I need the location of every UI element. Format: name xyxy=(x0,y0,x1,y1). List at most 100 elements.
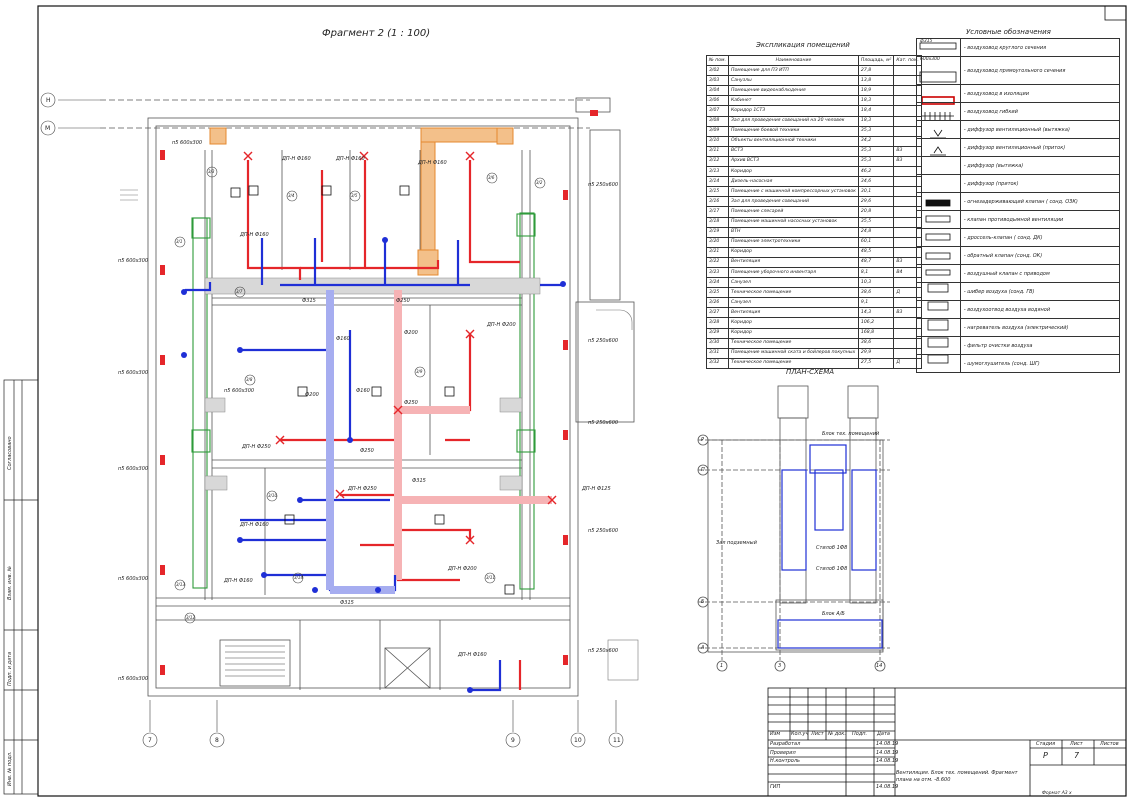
explication-cell: Коридор xyxy=(727,327,859,339)
explication-cell: 3/25 xyxy=(706,287,729,299)
explication-cell: 3/15 xyxy=(706,186,729,198)
axis-grid xyxy=(40,92,624,748)
explication-cell: Кабинет xyxy=(727,95,859,107)
explication-cell: 3/23 xyxy=(706,266,729,279)
explication-cell: 34,6 xyxy=(857,176,895,188)
stamp-format: Формат А3 х xyxy=(1042,791,1072,796)
strip-label: Взам. инв. № xyxy=(7,566,13,600)
legend-title: Условные обозначения xyxy=(966,28,1051,36)
legend-row: - диффузор вентиляционный (вытяжка) xyxy=(916,120,1121,139)
supply-duct-band xyxy=(394,290,552,580)
explication-cell: 3/10 xyxy=(706,135,729,147)
room-tag: 3/7 xyxy=(236,289,243,294)
explication-cell: Техническое помещение xyxy=(727,357,859,369)
side-label: п5 250х600 xyxy=(588,420,619,426)
legend-text: - диффузор вентиляционный (приток) xyxy=(959,138,1121,157)
explication-cell: 9,1 xyxy=(857,297,895,309)
duct-label: ДП-Н Ф160 xyxy=(240,232,269,238)
explication-cell: Коридор xyxy=(727,166,859,178)
plan-label-block-ab: Блок А/Б xyxy=(822,611,845,617)
plan-scheme-title: ПЛАН-СХЕМА xyxy=(786,368,835,376)
explication-cell: 3/20 xyxy=(706,236,729,248)
duct-label: ДП-Н Ф160 xyxy=(336,156,365,162)
green-equipment xyxy=(191,212,536,590)
legend-symbol xyxy=(916,282,961,301)
duct-label: ДП-Н Ф160 xyxy=(240,522,269,528)
plan-axis-label: Б xyxy=(701,599,705,605)
axis-label: 9 xyxy=(511,737,515,744)
explication-cell: Техническое помещение xyxy=(727,337,859,349)
room-tag: 3/9 xyxy=(416,369,423,374)
axis-label: 7 xyxy=(148,737,152,744)
explication-cell: 24,8 xyxy=(857,226,895,238)
legend-text: - воздухоотвод воздуха водяной xyxy=(959,300,1121,319)
room-tag: 3/8 xyxy=(246,377,253,382)
legend-symbol xyxy=(916,210,961,229)
room-tag: 3/14 xyxy=(294,575,303,580)
explication-cell: 27,8 xyxy=(857,65,895,77)
explication-header: Наименование xyxy=(727,54,859,67)
explication-cell: 3/04 xyxy=(706,85,729,97)
side-label: п5 600х300 xyxy=(118,370,149,376)
legend-symbol xyxy=(916,300,961,319)
legend-row: - огнезадерживающий клапан ( сонд. ОЗК) xyxy=(916,192,1121,211)
room-tag: 3/5 xyxy=(351,193,358,198)
explication-cell: 3/13 xyxy=(706,166,729,178)
stamp-role: Проверил xyxy=(770,750,796,756)
room-tag: 3/10 xyxy=(268,493,277,498)
stair xyxy=(225,645,285,677)
legend-symbol xyxy=(916,354,961,373)
explication-cell: Техническое помещение xyxy=(727,287,859,299)
explication-cell: 13,8 xyxy=(857,75,895,87)
legend-row: - нагреватель воздуха (электрический) xyxy=(916,318,1121,337)
room-tag: 3/1 xyxy=(176,239,183,244)
explication-cell: 38,6 xyxy=(857,337,895,349)
explication-cell: Архив ВСТЗ xyxy=(727,155,859,168)
legend-symbol xyxy=(916,102,961,121)
explication-cell: 3/24 xyxy=(706,277,729,289)
stamp-role: ГИП xyxy=(770,784,781,790)
side-label: п5 250х600 xyxy=(588,528,619,534)
stamp-sheet-title: Вентиляция. Блок тех. помещений. Фрагмен… xyxy=(896,770,1018,783)
legend-symbol xyxy=(916,120,961,139)
stamp-header: Подп. xyxy=(852,731,868,737)
duct-label: Ф315 xyxy=(412,478,426,484)
duct-label: ДП-Н Ф200 xyxy=(487,322,516,328)
stamp-date: 14.08.19 xyxy=(876,750,899,756)
room-markers xyxy=(230,185,515,595)
legend-row: - обратный клапан (сонд. ОК) xyxy=(916,246,1121,265)
legend-row: - клапан противодымной вентиляции xyxy=(916,210,1121,229)
side-label: п5 600х300 xyxy=(118,258,149,264)
explication-cell: 48,5 xyxy=(857,246,895,258)
fragment-title: Фрагмент 2 (1 : 100) xyxy=(322,28,431,39)
strip-label: Инв. № подл. xyxy=(7,751,13,787)
explication-cell: 14,3 xyxy=(857,307,895,319)
explication-cell: 18,4 xyxy=(857,105,895,117)
explication-header: № пом. xyxy=(706,54,729,67)
explication-cell: 8,1 xyxy=(857,266,895,279)
explication-cell: 3/07 xyxy=(706,105,729,117)
legend-text: - воздуховод в изоляции xyxy=(959,84,1121,103)
explication-cell: Помещение с машинной компрессорных устан… xyxy=(727,186,859,198)
explication-cell: 3/27 xyxy=(706,307,729,319)
stamp-date: 14.08.19 xyxy=(876,784,899,790)
adjacent-area xyxy=(120,189,639,681)
stamp-date: 14.08.19 xyxy=(876,741,899,747)
legend-text: - клапан противодымной вентиляции xyxy=(959,210,1121,229)
axis-label: Н xyxy=(46,97,51,104)
plan-axis-label: А xyxy=(701,645,705,651)
explication-cell: Зал для проведения совещаний xyxy=(727,196,859,208)
explication-cell: 38,6 xyxy=(857,287,895,299)
